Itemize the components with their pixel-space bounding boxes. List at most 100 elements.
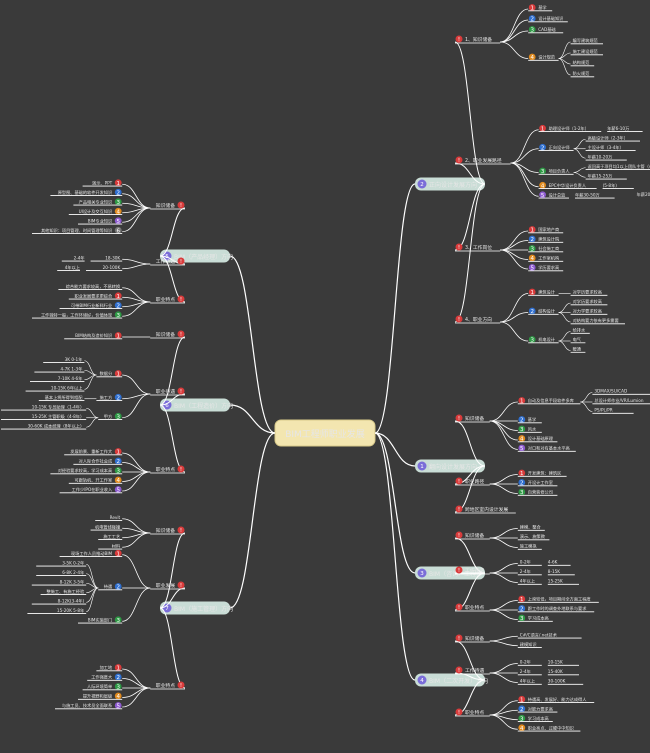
connector-line [510, 162, 539, 188]
branch-node[interactable] [415, 177, 485, 191]
connector-line [580, 392, 593, 403]
leaf-label: 结构设计 [538, 308, 555, 315]
connector-line [229, 404, 276, 434]
connector-line [489, 474, 518, 485]
number-badge [539, 143, 546, 151]
sub-topic-label: 职业特点 [156, 682, 175, 689]
leaf-child-label: 3-5K 0-2年 [62, 559, 84, 566]
number-badge [539, 181, 546, 189]
badge-number: ! [458, 636, 460, 642]
badge-number: 3 [530, 338, 534, 344]
leaf-child-label: 8-12K(3-4年) [58, 597, 85, 604]
sub-badge [455, 505, 463, 513]
branch-node[interactable] [160, 249, 230, 263]
connector-line [500, 41, 529, 59]
number-badge [114, 311, 122, 319]
leaf-label: 对口和对有基本水平高 [528, 445, 570, 452]
badge-number: 5 [520, 446, 524, 452]
badge-number: 4 [116, 694, 120, 700]
sub-badge [455, 477, 463, 485]
sub-badge [177, 581, 185, 589]
connector-line [122, 532, 151, 548]
badge-number: 3 [116, 200, 120, 206]
badge-number: 3 [520, 490, 524, 496]
branch-node[interactable] [160, 398, 230, 412]
badge-number: 1 [520, 597, 524, 603]
badge-number: 2 [420, 182, 424, 188]
connector-line [122, 687, 151, 708]
badge-number: 3 [116, 469, 120, 475]
badge-number: ! [458, 317, 460, 323]
leaf-label: 其他知识：项目管理、时间管理等知识 [41, 227, 112, 234]
leaf-child-label: 10-15K 专员助理（1-4年） [32, 403, 84, 410]
leaf-label: 设计基础知识 [538, 15, 563, 22]
connector-line [86, 587, 99, 613]
connector-line [454, 183, 486, 323]
branch-badge [162, 603, 172, 613]
leaf-note: 10-15K [548, 660, 563, 665]
leaf-label: EPC中华设计负责人 [549, 182, 587, 189]
sub-badge [455, 666, 463, 674]
leaf-label: 上席较低，项目期间全方面工程度 [528, 596, 592, 603]
leaf-child-label: 主设计师（3-4年） [588, 144, 624, 151]
connector-line [489, 537, 518, 548]
leaf-label: UI设计及交互知识 [79, 208, 113, 215]
leaf-child-label: 对学历要求较高 [573, 289, 602, 296]
number-badge [518, 469, 526, 477]
leaf-child-label: 高级设计师（2-3年） [588, 134, 628, 141]
connector-line [159, 393, 186, 406]
number-badge [114, 476, 122, 484]
badge-number: ! [180, 259, 182, 265]
connector-line [489, 672, 518, 683]
branch-label: BIM（二次开发）方向 [429, 677, 488, 685]
connector-line [500, 293, 529, 323]
sub-topic-label: 工作待遇 [465, 567, 484, 574]
badge-number: 3 [116, 618, 120, 624]
badge-number: ! [458, 668, 460, 674]
badge-number: 3 [541, 169, 545, 175]
branch-node[interactable] [415, 673, 485, 687]
connector-line [86, 407, 99, 419]
leaf-label: 人际环境简单 [87, 683, 112, 690]
number-badge [518, 714, 526, 722]
connector-line [122, 687, 151, 698]
leaf-child-label: 6-8K 2-4年 [62, 569, 84, 576]
badge-number: 2 [116, 303, 120, 309]
badge-number: 1 [116, 666, 120, 672]
badge-number: ! [180, 389, 182, 395]
badge-number: 1 [520, 697, 524, 703]
leaf-child-label: 施工建设规范 [573, 48, 598, 55]
sub-topic-label: 职业特点 [156, 466, 175, 473]
badge-number: ! [180, 583, 182, 589]
leaf-label: BIM专业知识 [88, 217, 112, 224]
number-badge [518, 724, 526, 732]
badge-number: 4 [520, 726, 524, 732]
connector-line [454, 183, 486, 251]
leaf-label: BIM结构及造价知识 [75, 332, 112, 339]
connector-line [558, 58, 571, 76]
branch-node[interactable] [415, 566, 485, 580]
leaf-label: 提升视野和层级 [83, 693, 113, 700]
leaf-label: 项目负责人 [549, 168, 571, 175]
leaf-label: 工作强度大 [91, 674, 112, 681]
number-badge [114, 412, 122, 420]
badge-number: 6 [116, 228, 120, 234]
badge-number: ! [180, 332, 182, 338]
leaf-label: 可带BIM行业新科行业 [71, 302, 112, 309]
sub-badge [455, 35, 463, 43]
sub-topic-label: 4、职业方向 [465, 316, 492, 323]
leaf-child-label: 8-12K 3-5年 [60, 578, 85, 585]
badge-number: ! [458, 710, 460, 716]
sub-topic-label: 工作待遇 [156, 258, 175, 265]
sub-badge [177, 387, 185, 395]
branch-node[interactable] [415, 459, 485, 473]
badge-number: 2 [530, 237, 534, 243]
leaf-child-label: PS/PL/PR [594, 408, 612, 413]
leaf-label: 演示、施策教 [520, 533, 546, 540]
sub-topic-label: 知识储备 [465, 532, 484, 539]
sub-badge [455, 414, 463, 422]
branch-node[interactable] [160, 601, 230, 615]
leaf-label: 建筑设计院 [538, 236, 560, 243]
leaf-label: 演示、PPT [92, 179, 113, 186]
leaf-label: 自动及信息手段软件多库 [528, 397, 574, 404]
